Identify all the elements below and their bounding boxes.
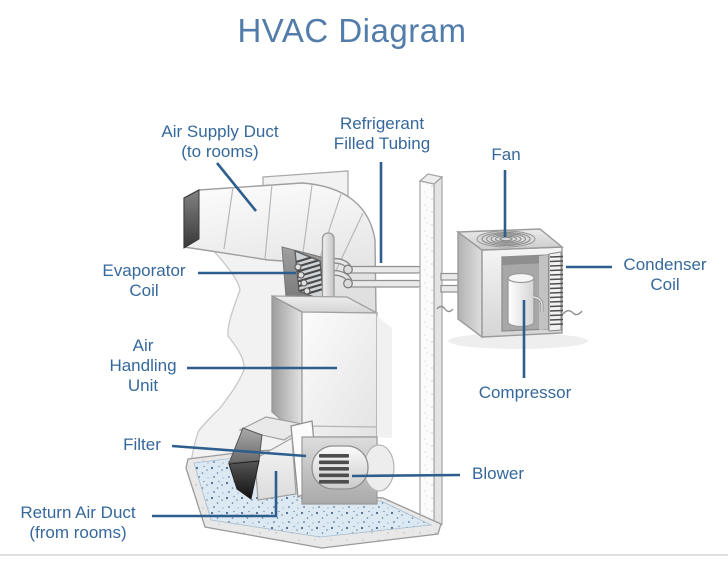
label-line: Filter xyxy=(123,435,161,454)
blower xyxy=(301,436,395,505)
label-line: Compressor xyxy=(478,383,572,402)
label-line: Fan xyxy=(491,145,521,164)
wall xyxy=(418,173,444,535)
label-evaporator-coil: Evaporator Coil xyxy=(102,261,185,301)
evaporator-coil xyxy=(281,246,333,308)
label-line: (from rooms) xyxy=(29,523,127,542)
label-line: Air xyxy=(132,336,154,355)
leader-lines xyxy=(152,162,612,518)
label-line: Return Air Duct xyxy=(20,503,136,522)
page-title: HVAC Diagram xyxy=(237,12,467,49)
label-refrigerant-tubing: Refrigerant Filled Tubing xyxy=(334,114,430,154)
label-line: Handling xyxy=(109,356,177,375)
blower-vents xyxy=(319,454,349,484)
condenser-unit xyxy=(448,228,588,349)
label-return-air-duct: Return Air Duct (from rooms) xyxy=(20,503,135,543)
label-line: (to rooms) xyxy=(181,142,259,161)
label-line: Evaporator xyxy=(102,261,186,280)
leader-return-air-duct xyxy=(152,471,278,518)
label-line: Unit xyxy=(127,376,159,395)
label-line: Coil xyxy=(650,275,680,294)
condenser-coil-fins xyxy=(548,251,564,332)
return-air-duct xyxy=(228,427,263,500)
compressor xyxy=(507,272,544,328)
air-handling-unit xyxy=(271,294,392,439)
label-air-handling-unit: Air Handling Unit xyxy=(109,336,176,396)
label-line: Condenser xyxy=(623,255,707,274)
label-blower: Blower xyxy=(472,464,524,484)
label-air-supply-duct: Air Supply Duct (to rooms) xyxy=(161,122,278,162)
label-line: Refrigerant xyxy=(339,114,425,133)
label-compressor: Compressor xyxy=(479,383,572,403)
leader-air-supply-duct xyxy=(215,162,258,212)
leader-filter xyxy=(171,444,307,458)
label-line: Blower xyxy=(472,464,524,483)
label-line: Coil xyxy=(129,281,159,300)
label-filter: Filter xyxy=(123,435,161,455)
leader-blower xyxy=(351,473,461,478)
label-line: Air Supply Duct xyxy=(161,122,279,141)
bottom-divider xyxy=(0,554,728,556)
label-line: Filled Tubing xyxy=(333,134,431,153)
label-condenser-coil: Condenser Coil xyxy=(623,255,706,295)
flue-pipe xyxy=(321,232,335,306)
label-fan: Fan xyxy=(491,145,520,165)
duct-opening xyxy=(183,189,200,249)
